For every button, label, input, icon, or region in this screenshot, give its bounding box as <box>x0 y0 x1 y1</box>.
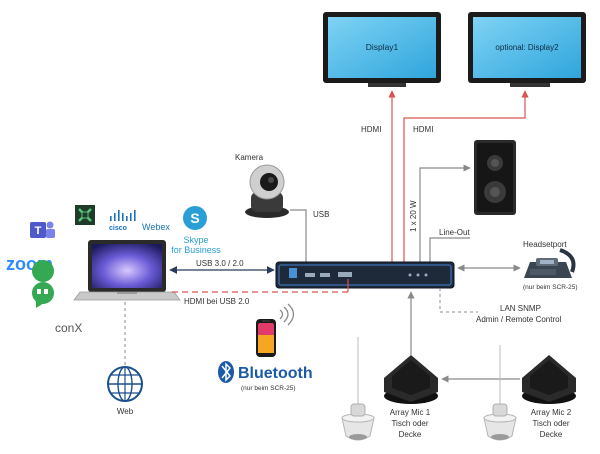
display-2-label: optional: Display2 <box>495 43 559 52</box>
mic-lines <box>357 291 520 405</box>
headsetport-note: (nur beim SCR-25) <box>523 284 578 291</box>
bluetooth-icon <box>218 361 234 383</box>
bluetooth-note: (nur beim SCR-25) <box>241 385 296 392</box>
hdmi-lines <box>388 90 529 262</box>
admin-label: Admin / Remote Control <box>476 315 562 324</box>
laptop-icon <box>73 240 181 301</box>
camera-usb-line <box>290 209 307 262</box>
headsetport-label: Headsetport <box>523 240 567 249</box>
line-out-label: Line-Out <box>439 228 470 237</box>
hdmi-usb-label: HDMI bei USB 2.0 <box>184 297 250 306</box>
webex-label: Webex <box>142 222 170 232</box>
remote-app-logo-icon <box>75 205 95 225</box>
hangouts-logo-icon <box>32 260 55 308</box>
web-label: Web <box>117 407 134 416</box>
mic2-label-a: Array Mic 2 <box>531 408 572 417</box>
smartphone-icon <box>256 319 276 357</box>
hdmi-label-2: HDMI <box>413 125 433 134</box>
ceiling-mic-1 <box>341 403 375 441</box>
display-1-label: Display1 <box>366 42 399 52</box>
skype-logo-icon: S <box>183 206 207 230</box>
camera-icon <box>245 164 289 218</box>
cisco-label: cisco <box>109 225 127 232</box>
mic2-label-c: Decke <box>540 430 563 439</box>
svg-text:T: T <box>35 225 42 237</box>
mic1-label-b: Tisch oder <box>391 419 428 428</box>
usb-label: USB <box>313 210 329 219</box>
skype-label-2: for Business <box>171 245 221 255</box>
lan-line <box>439 288 478 313</box>
globe-icon <box>107 366 143 402</box>
svg-text:S: S <box>190 210 199 226</box>
mic1-label-c: Decke <box>399 430 422 439</box>
speaker-lines <box>419 164 471 262</box>
speaker-icon <box>474 140 516 215</box>
camera-label: Kamera <box>235 153 264 162</box>
hdmi-label-1: HDMI <box>361 125 381 134</box>
ceiling-mic-2 <box>483 403 517 441</box>
array-mic-1 <box>384 355 438 404</box>
skype-label-1: Skype <box>183 235 208 245</box>
bluetooth-label: Bluetooth <box>238 365 313 382</box>
conx-logo-icon: conX <box>55 321 82 335</box>
cisco-webex-logo-icon: cisco Webex <box>109 210 170 232</box>
array-mic-2 <box>522 355 576 404</box>
amp-label: 1 x 20 W <box>409 200 418 232</box>
central-device <box>275 261 455 289</box>
phone-icon <box>524 248 576 278</box>
display-1: Display1 <box>323 12 441 87</box>
usb30-label: USB 3.0 / 2.0 <box>196 259 244 268</box>
wifi-waves-icon <box>279 303 295 326</box>
lan-snmp-label: LAN SNMP <box>500 304 541 313</box>
mic2-label-b: Tisch oder <box>532 419 569 428</box>
teams-logo-icon: T <box>30 221 55 238</box>
mic1-label-a: Array Mic 1 <box>390 408 431 417</box>
display-2: optional: Display2 <box>468 12 586 87</box>
